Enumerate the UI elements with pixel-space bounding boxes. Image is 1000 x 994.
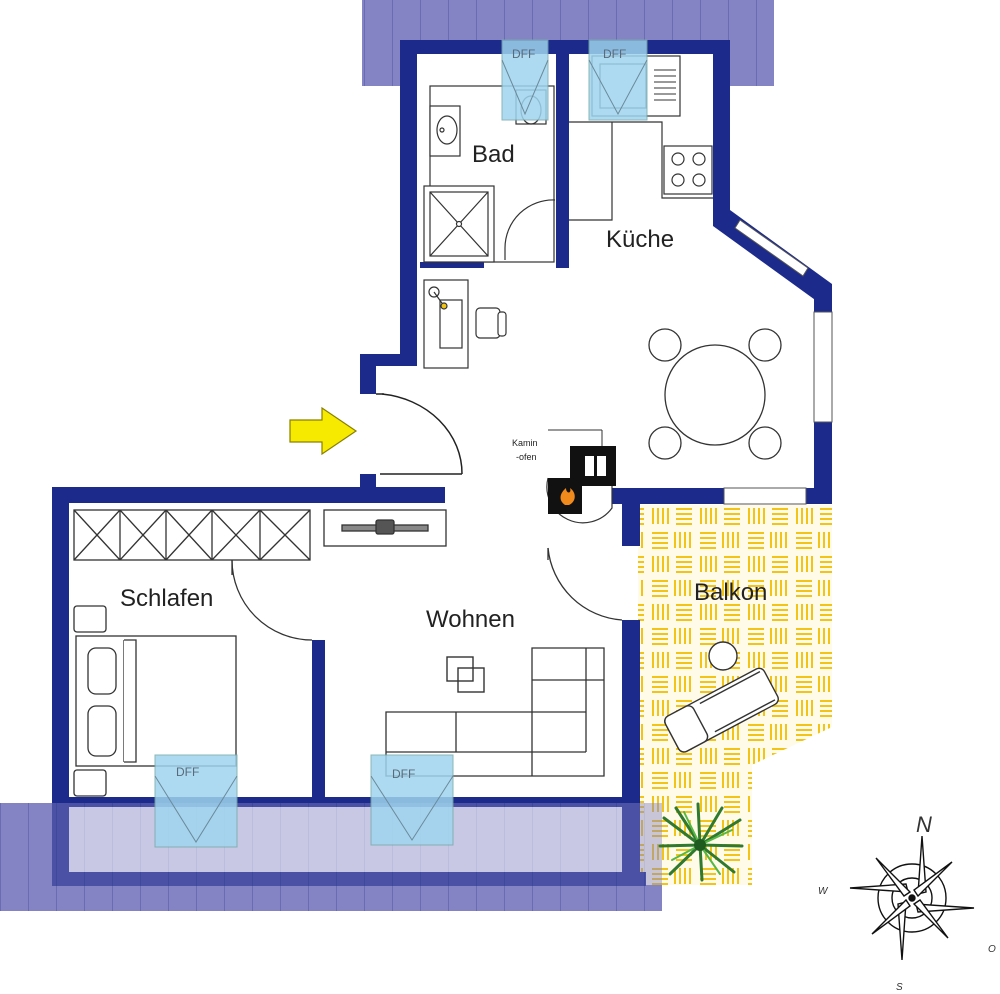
fireplace-label-1: Kamin <box>512 438 538 448</box>
fireplace-label-2: -ofen <box>516 452 537 462</box>
room-label-bad: Bad <box>472 141 515 168</box>
interior-doors <box>231 547 623 641</box>
skylight-label-bedroom: DFF <box>176 765 199 779</box>
dining-table <box>648 328 782 460</box>
skylight-label-living: DFF <box>392 767 415 781</box>
entrance-door <box>376 393 463 475</box>
compass-rose-icon <box>849 835 975 961</box>
skylight-label-bath: DFF <box>512 47 535 61</box>
skylight-bedroom: DFF <box>154 754 238 848</box>
room-label-schlafen: Schlafen <box>120 585 213 612</box>
skylight-label-kitchen: DFF <box>603 47 626 61</box>
fireplace <box>546 429 616 524</box>
room-label-wohnen: Wohnen <box>426 606 515 633</box>
room-label-balkon: Balkon <box>694 579 767 606</box>
skylight-bath: DFF <box>501 39 549 121</box>
windows <box>723 219 833 505</box>
desk <box>423 279 507 369</box>
lounge-chair <box>664 641 779 753</box>
coffee-table <box>446 656 485 693</box>
skylight-living: DFF <box>370 754 454 846</box>
room-label-kueche: Küche <box>606 226 674 253</box>
skylight-kitchen: DFF <box>588 39 648 121</box>
bed <box>73 605 237 797</box>
wardrobe <box>73 509 311 561</box>
compass-south: S <box>896 982 903 993</box>
sideboard <box>323 509 447 547</box>
compass-east: O <box>988 944 996 955</box>
compass-north: N <box>916 812 932 837</box>
roof-bottom-overlay <box>0 803 662 911</box>
fireplace-flame-icon <box>560 488 575 505</box>
plant-icon <box>658 802 744 882</box>
sofa <box>385 647 605 777</box>
compass-west: W <box>818 886 829 897</box>
entrance-arrow-icon <box>289 406 358 456</box>
interior-floor <box>66 48 822 875</box>
